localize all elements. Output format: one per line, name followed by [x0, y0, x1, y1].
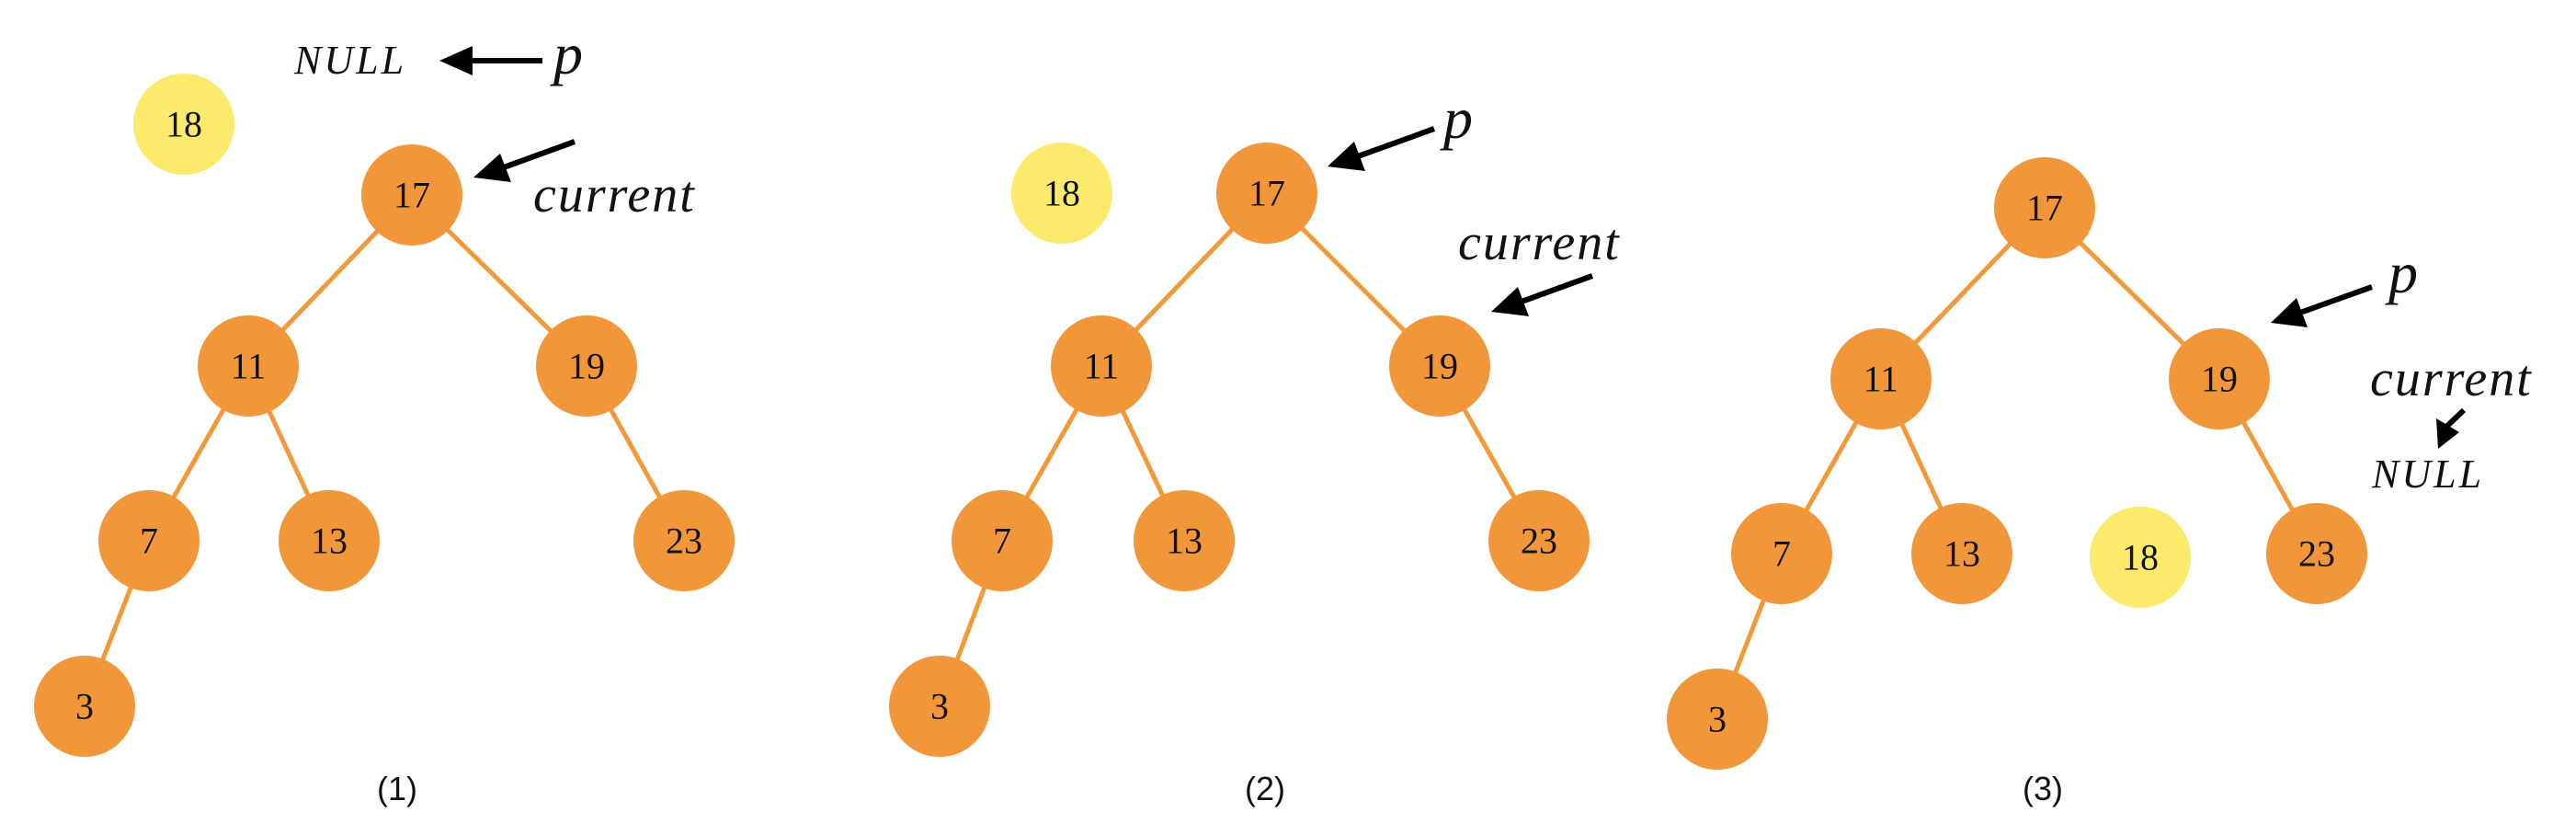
null-label: NULL: [2371, 452, 2484, 497]
tree-node-11: 11: [198, 315, 299, 417]
panel-1: 18 17 11 19 7 13 23 3 NULL: [34, 21, 735, 807]
tree-node-17: 17: [1994, 157, 2095, 258]
new-node-18: 18: [2090, 507, 2191, 608]
tree-node-23: 23: [1488, 490, 1590, 591]
svg-text:11: 11: [1864, 359, 1899, 400]
tree-node-7: 7: [98, 490, 199, 591]
svg-text:13: 13: [1943, 533, 1980, 575]
p-label: p: [1440, 86, 1473, 151]
panel-caption: (1): [377, 770, 417, 807]
p-label: p: [550, 21, 583, 86]
p-arrow: [439, 46, 542, 75]
tree-node-17: 17: [361, 144, 462, 246]
svg-text:7: 7: [140, 520, 158, 562]
tree-node-3: 3: [34, 656, 135, 757]
null-label: NULL: [293, 38, 406, 83]
p-arrow: [2271, 284, 2374, 327]
current-label: current: [1458, 214, 1621, 271]
current-label: current: [2370, 350, 2533, 407]
tree-node-11: 11: [1830, 328, 1932, 429]
svg-text:17: 17: [393, 175, 430, 216]
tree-node-19: 19: [1389, 315, 1490, 417]
svg-text:23: 23: [2298, 533, 2335, 575]
svg-text:23: 23: [666, 520, 702, 562]
panel-caption: (3): [2023, 770, 2063, 807]
svg-text:17: 17: [2026, 188, 2063, 229]
svg-text:11: 11: [1084, 346, 1120, 387]
svg-text:13: 13: [1166, 520, 1203, 562]
svg-text:11: 11: [231, 346, 267, 387]
p-arrow: [1328, 126, 1436, 171]
svg-text:23: 23: [1521, 520, 1557, 562]
svg-text:3: 3: [75, 686, 94, 727]
tree-node-3: 3: [889, 656, 990, 757]
svg-text:3: 3: [930, 686, 949, 727]
current-arrow: [1491, 273, 1594, 316]
svg-text:7: 7: [993, 520, 1011, 562]
panel-3: 17 11 19 7 13 18 23 3: [1667, 157, 2533, 807]
panel-2: 18 17 11 19 7 13 23 3: [889, 86, 1621, 807]
tree-node-23: 23: [2266, 503, 2367, 604]
svg-text:7: 7: [1772, 533, 1791, 575]
tree-node-13: 13: [279, 490, 380, 591]
new-node-18: 18: [133, 74, 234, 175]
tree-node-7: 7: [1731, 503, 1832, 604]
svg-text:13: 13: [311, 520, 348, 562]
tree-node-17: 17: [1216, 143, 1317, 244]
tree-node-3: 3: [1667, 669, 1768, 770]
svg-text:18: 18: [1043, 173, 1080, 214]
svg-text:19: 19: [2201, 359, 2238, 400]
svg-text:18: 18: [2122, 537, 2159, 578]
p-label: p: [2385, 240, 2418, 305]
tree-node-13: 13: [1134, 490, 1235, 591]
panel-caption: (2): [1245, 770, 1285, 807]
current-arrow: [2436, 407, 2467, 449]
tree-node-11: 11: [1051, 315, 1152, 417]
current-arrow: [473, 139, 576, 182]
tree-node-7: 7: [952, 490, 1053, 591]
svg-text:18: 18: [165, 104, 202, 145]
tree-node-19: 19: [536, 315, 637, 417]
new-node-18: 18: [1011, 143, 1112, 244]
svg-text:3: 3: [1708, 699, 1727, 740]
current-label: current: [533, 166, 696, 223]
tree-node-23: 23: [633, 490, 735, 591]
tree-node-13: 13: [1911, 503, 2012, 604]
svg-text:19: 19: [568, 346, 605, 387]
svg-text:19: 19: [1421, 346, 1458, 387]
tree-node-19: 19: [2169, 328, 2270, 429]
svg-text:17: 17: [1248, 173, 1285, 214]
